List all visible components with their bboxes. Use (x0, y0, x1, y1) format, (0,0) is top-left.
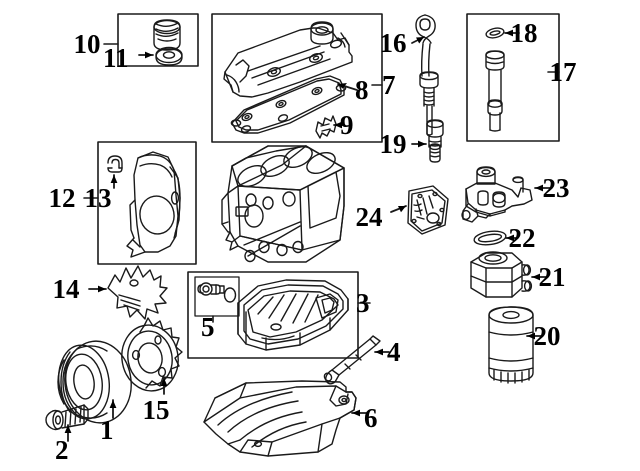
callout-14: 14 (52, 273, 80, 304)
part-valve-cover-gasket (230, 75, 347, 134)
leader-22 (505, 234, 518, 242)
leader-9 (333, 121, 343, 129)
part-oil-filter (488, 306, 534, 384)
callout-11: 11 (103, 42, 129, 73)
part-oil-dipstick (415, 14, 439, 136)
leader-16 (411, 36, 425, 44)
callout-18: 18 (510, 17, 538, 48)
callout-15: 15 (142, 394, 170, 425)
part-oil-filter-housing (461, 166, 533, 223)
leader-24 (390, 205, 407, 213)
callout-13: 13 (84, 182, 112, 213)
part-timing-cover-grommet (107, 155, 123, 173)
callout-19: 19 (379, 128, 407, 159)
part-drain-plug-gasket (223, 287, 237, 303)
part-crankshaft-pulley (57, 340, 132, 424)
part-dipstick-tube (485, 50, 505, 132)
callout-5: 5 (201, 311, 215, 342)
leader-21 (531, 273, 548, 281)
callout-10: 10 (73, 28, 101, 59)
leader-2 (64, 424, 72, 442)
part-oil-pan (237, 279, 349, 351)
leader-6 (351, 409, 367, 417)
callout-1: 1 (100, 414, 114, 445)
callout-12: 12 (48, 182, 76, 213)
part-dipstick-tube-oring (485, 27, 505, 39)
callout-6: 6 (364, 402, 378, 433)
callout-3: 3 (356, 287, 370, 318)
leader-18 (504, 29, 520, 37)
leader-19 (411, 140, 427, 148)
callout-17: 17 (549, 56, 577, 87)
part-valve-cover (223, 21, 353, 98)
leader-23 (534, 184, 552, 192)
group-box-timing-cover (97, 141, 197, 265)
callout-22: 22 (508, 222, 536, 253)
leader-14 (88, 285, 107, 293)
part-timing-cover (126, 151, 181, 258)
part-lower-splash-shield (203, 380, 357, 457)
part-front-crank-seal-housing (107, 265, 168, 320)
group-box-oil-pan (187, 271, 359, 359)
part-pulley-hub (121, 317, 183, 392)
leader-20 (526, 332, 543, 340)
callout-23: 23 (542, 172, 570, 203)
callout-4: 4 (387, 336, 401, 367)
part-pulley-bolt (45, 404, 89, 431)
part-engine-block (221, 145, 345, 263)
part-sealant-tube (323, 335, 381, 385)
leader-13 (110, 174, 118, 189)
callout-20: 20 (533, 320, 561, 351)
callout-9: 9 (340, 109, 354, 140)
callout-8: 8 (355, 74, 369, 105)
callout-21: 21 (538, 261, 566, 292)
leader-11 (138, 51, 154, 59)
part-oil-cooler-gasket (473, 230, 507, 246)
callout-7: 7 (382, 69, 396, 100)
part-gasket-seal-clip (315, 115, 337, 139)
group-box-dipstick-tube (466, 13, 560, 142)
part-oil-cooler (470, 251, 533, 298)
leader-8 (337, 83, 358, 91)
group-box-oil-filler-cap (117, 13, 199, 67)
callout-16: 16 (379, 27, 407, 58)
part-oil-filler-cap (153, 19, 183, 66)
group-box-valve-cover (211, 13, 383, 143)
callout-2: 2 (55, 434, 69, 465)
part-drain-plug (197, 282, 225, 296)
callout-24: 24 (355, 201, 383, 232)
part-oil-pump-cover (407, 185, 449, 235)
leader-4 (374, 348, 390, 356)
part-dipstick-tube-lower (426, 119, 444, 163)
leader-15 (160, 377, 168, 395)
leader-1 (109, 399, 117, 419)
